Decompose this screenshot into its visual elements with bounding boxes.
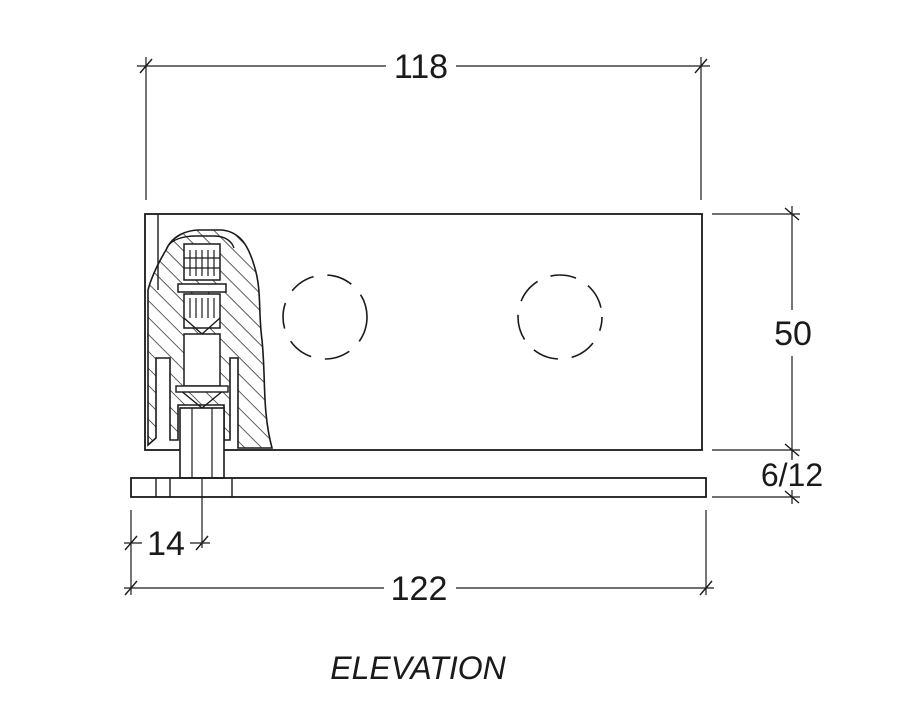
dimension-label-14: 14	[147, 525, 185, 563]
dimension-label-122: 122	[391, 570, 448, 608]
dimension-label-118: 118	[394, 48, 448, 86]
fitting-body	[144, 213, 703, 479]
hidden-hole-left	[282, 274, 368, 360]
dimension-label-50: 50	[774, 315, 812, 353]
base-plate	[130, 477, 707, 498]
drawing-caption: ELEVATION	[330, 650, 506, 686]
dimension-base-width: 122	[124, 510, 714, 608]
dimension-label-6-12: 6/12	[761, 457, 823, 493]
dimension-base-thickness: 6/12	[712, 450, 823, 504]
dimension-offset: 14	[124, 478, 210, 595]
hidden-hole-right	[517, 274, 603, 360]
screw-assembly	[175, 243, 229, 479]
dimension-height: 50	[712, 206, 812, 458]
dimension-top-width: 118	[137, 48, 710, 200]
